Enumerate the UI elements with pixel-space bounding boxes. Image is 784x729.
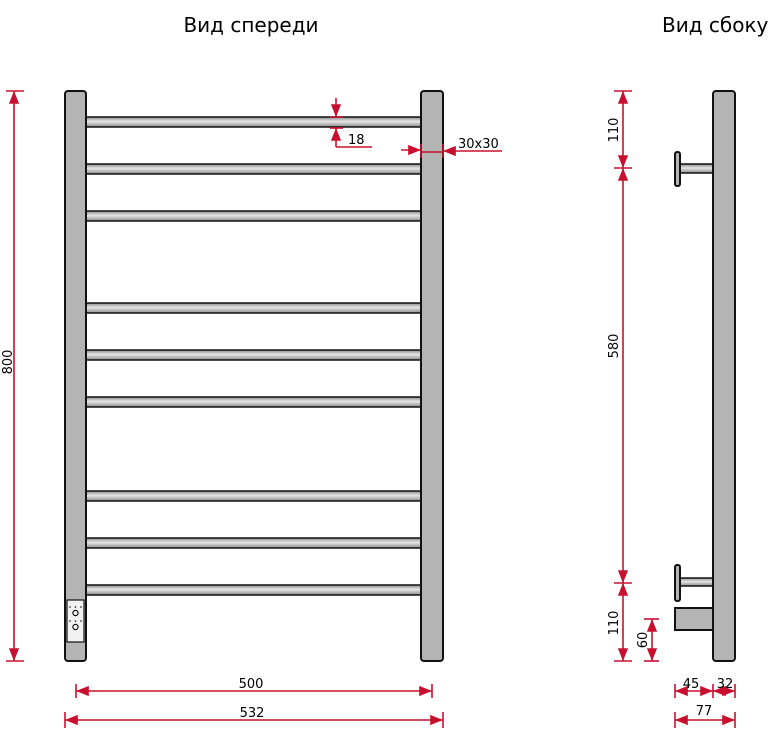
rung [85,349,422,361]
bracket-spacing-label: 580 [607,334,622,359]
rung [85,584,422,596]
bottom-bracket-plate [674,564,681,602]
post-section-label: 30x30 [458,137,499,152]
heater-box [674,607,714,631]
front-view: 800 18 30x30 500 532 [1,90,502,728]
rung [85,537,422,549]
post-depth-label: 32 [717,677,734,692]
rungs [85,116,422,596]
box-height-label: 60 [636,632,651,649]
bar-diameter-label: 18 [348,133,365,148]
top-offset-label: 110 [607,118,622,143]
side-view: 110 580 110 60 45 32 77 [607,90,736,728]
rung [85,163,422,175]
top-bracket-arm [679,163,714,174]
outer-width-label: 532 [240,706,265,721]
power-button-icon [72,609,79,617]
rung [85,490,422,502]
rung [85,116,422,128]
inner-width-label: 500 [239,677,264,692]
height-label: 800 [1,350,16,375]
bottom-offset-label: 110 [607,611,622,636]
front-view-title: Вид спереди [183,13,318,37]
mode-button-icon [72,623,79,631]
control-panel [66,599,85,643]
right-post [420,90,444,662]
rung [85,210,422,222]
rung [85,302,422,314]
bottom-bracket-arm [679,577,714,587]
left-post [64,90,87,662]
side-view-title: Вид сбоку [662,13,769,37]
rung [85,396,422,408]
side-post [712,90,736,662]
bracket-depth-label: 45 [683,677,700,692]
top-bracket-plate [674,151,681,187]
total-depth-label: 77 [696,704,713,719]
